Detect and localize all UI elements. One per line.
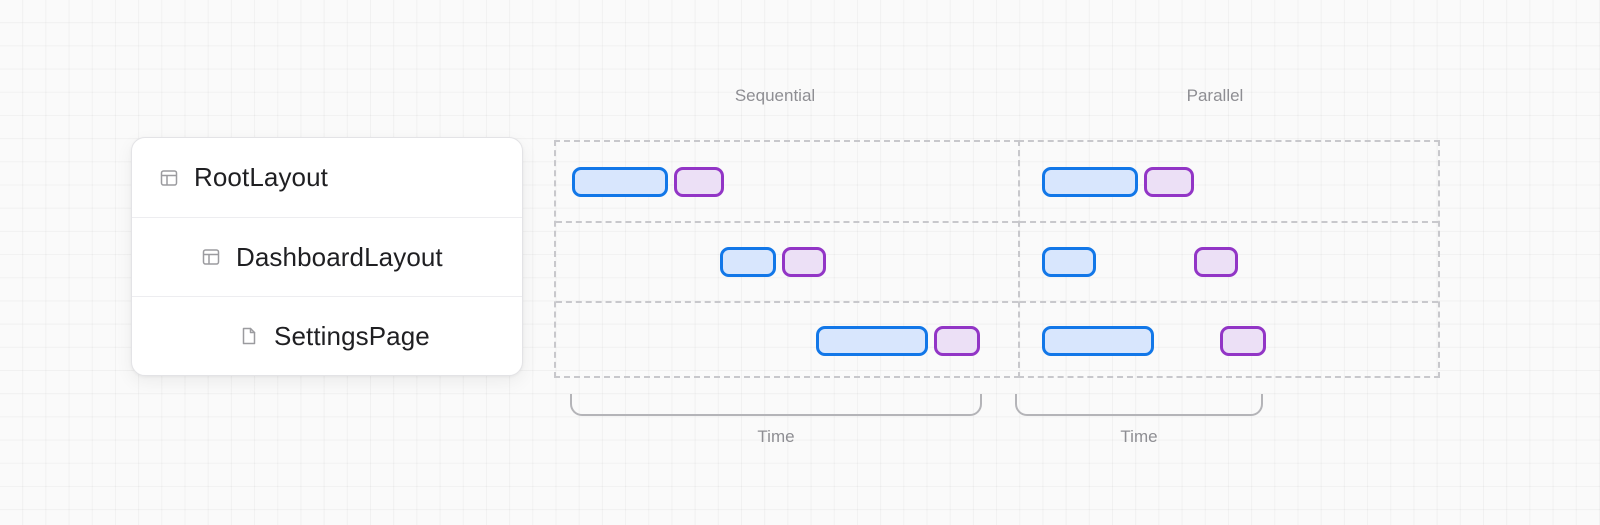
tree-item-label: SettingsPage: [274, 320, 430, 351]
timeline-parallel: [1018, 140, 1440, 378]
layout-icon: [200, 246, 222, 268]
column-title-sequential: Sequential: [734, 86, 816, 105]
timeline-row: [1020, 221, 1438, 300]
bar-render: [1194, 246, 1238, 277]
bar-load: [1042, 246, 1096, 277]
bar-render: [934, 326, 980, 357]
layout-icon: [158, 167, 180, 189]
tree-item-label: RootLayout: [194, 162, 328, 192]
timeline-row: [1020, 300, 1438, 380]
bar-load: [1042, 166, 1138, 197]
column-title-parallel: Parallel: [1186, 86, 1244, 105]
tree-row[interactable]: RootLayout: [132, 138, 522, 217]
tree-row[interactable]: DashboardLayout: [132, 217, 522, 296]
time-bracket-sequential: [570, 394, 982, 416]
bar-render: [674, 166, 724, 197]
time-bracket-parallel: [1015, 394, 1263, 416]
bar-load: [1042, 326, 1154, 357]
bar-render: [1220, 326, 1266, 357]
tree-item-label: DashboardLayout: [236, 241, 443, 272]
timeline-row: [556, 221, 1018, 300]
tree-row[interactable]: SettingsPage: [132, 296, 522, 375]
bar-load: [720, 246, 776, 277]
bar-render: [782, 246, 826, 277]
timeline-row: [556, 300, 1018, 380]
time-label-parallel: Time: [1120, 427, 1158, 446]
timeline-row: [1020, 142, 1438, 221]
bar-load: [816, 326, 928, 357]
time-label-sequential: Time: [757, 427, 795, 446]
bar-render: [1144, 166, 1194, 197]
timeline-sequential: [554, 140, 1020, 378]
timeline-row: [556, 142, 1018, 221]
bar-load: [572, 166, 668, 197]
document-icon: [238, 325, 260, 347]
component-tree-card: RootLayout DashboardLayout Settin: [131, 137, 523, 376]
